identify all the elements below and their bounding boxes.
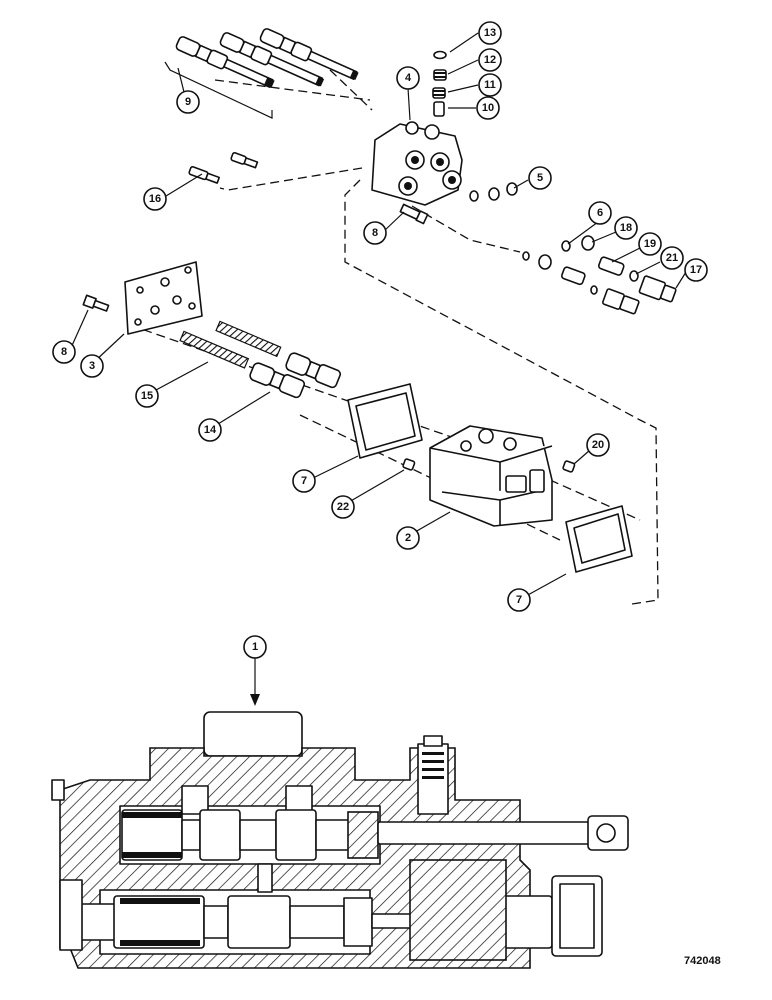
callout-4: 4 [396,66,420,90]
svg-text:10: 10 [482,102,494,114]
svg-text:11: 11 [484,79,496,91]
svg-text:9: 9 [185,96,191,108]
callout-1: 1 [243,635,267,659]
springs-15 [179,320,282,369]
callout-7-right: 7 [507,588,531,612]
callout-8-upper: 8 [363,221,387,245]
valve-housing-2 [429,425,553,527]
upper-spool [121,809,629,861]
plug-21 [562,460,576,473]
callout-5: 5 [528,166,552,190]
svg-text:7: 7 [301,475,307,487]
svg-text:22: 22 [337,501,349,513]
callout-12: 12 [478,48,502,72]
svg-text:4: 4 [405,72,412,84]
svg-text:6: 6 [597,207,603,219]
svg-text:18: 18 [620,222,632,234]
callout-9: 9 [176,90,200,114]
spools-9 [175,28,359,88]
svg-text:2: 2 [405,532,411,544]
plug-22 [402,458,416,471]
svg-text:21: 21 [666,252,678,264]
callout-13: 13 [478,21,502,45]
valve-cover-4 [371,121,463,206]
svg-text:8: 8 [61,346,67,358]
svg-text:15: 15 [141,390,153,402]
svg-text:12: 12 [484,54,496,66]
leader-lines [69,32,687,597]
svg-text:8: 8 [372,227,378,239]
callout-16: 16 [143,187,167,211]
pistons-14 [249,352,342,399]
svg-text:16: 16 [149,193,161,205]
cap-screw-8-lower [82,294,110,312]
small-parts-10-13 [432,50,447,117]
svg-text:5: 5 [537,172,543,184]
callout-7-left: 7 [292,469,316,493]
callout-11: 11 [478,73,502,97]
lower-spool [79,875,603,957]
callout-10: 10 [476,96,500,120]
gasket-7-left [347,383,423,459]
o-rings-5 [469,182,518,202]
svg-text:13: 13 [484,27,496,39]
end-plate-3 [124,261,203,335]
top-adjuster [417,735,449,815]
callout-15: 15 [135,384,159,408]
callout-20: 21 [660,246,684,270]
svg-text:3: 3 [89,360,95,372]
svg-text:1: 1 [252,641,258,653]
svg-text:14: 14 [204,424,217,436]
callout-6: 6 [588,201,612,225]
exploded-view: 13 12 11 10 4 9 5 16 8 6 18 19 21 17 8 3… [52,21,708,612]
svg-text:17: 17 [690,264,702,276]
callout-22: 22 [331,495,355,519]
callout-21: 20 [586,433,610,457]
gasket-7-right [565,505,633,573]
cross-section-view: 1 [51,635,629,969]
dowel-pins-16 [188,152,259,184]
callout-19: 19 [638,232,662,256]
callout-18: 18 [614,216,638,240]
callout-3: 3 [80,354,104,378]
callout-8-lower: 8 [52,340,76,364]
cap-screw-8-upper [399,203,429,225]
svg-text:7: 7 [516,594,522,606]
fittings-6-17-20 [522,235,677,315]
svg-text:20: 20 [592,439,604,451]
svg-text:19: 19 [644,238,656,250]
callout-14: 14 [198,418,222,442]
callout-2: 2 [396,526,420,550]
figure-number: 742048 [684,955,721,967]
callout-17: 17 [684,258,708,282]
